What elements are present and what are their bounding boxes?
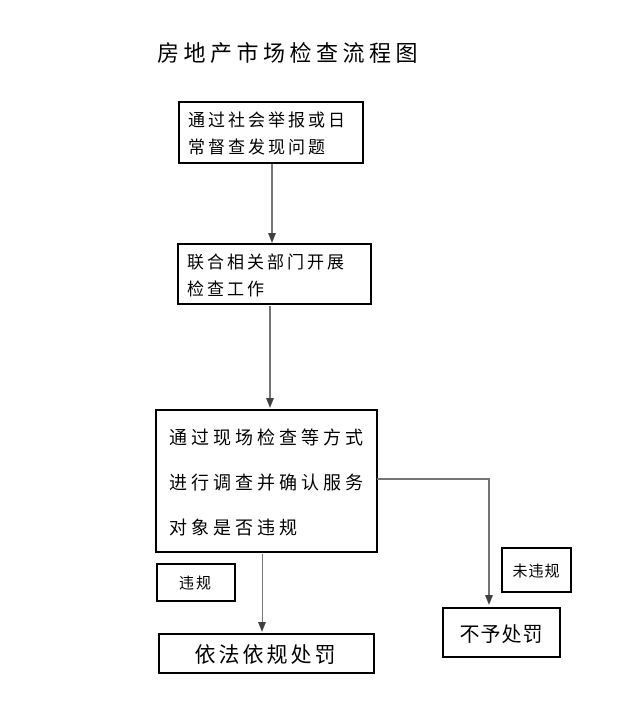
node-punish-text: 依法依规处罚 bbox=[194, 642, 339, 667]
node-joint-inspection: 联合相关部门开展 检查工作 bbox=[177, 243, 372, 305]
arrow-joint-to-investigate-shaft bbox=[269, 306, 271, 399]
branch-label-no-violation: 未违规 bbox=[501, 547, 572, 593]
node-discover-problem-line2: 常督查发现问题 bbox=[188, 138, 328, 157]
node-investigate-confirm-line1: 通过现场检查等方式 bbox=[169, 428, 367, 448]
branch-label-violation: 违规 bbox=[156, 563, 236, 602]
node-discover-problem-line1: 通过社会举报或日 bbox=[188, 111, 348, 130]
arrow-investigate-to-punish-shaft bbox=[261, 554, 264, 623]
branch-label-no-violation-text: 未违规 bbox=[512, 562, 561, 580]
arrow-discover-to-joint-shaft bbox=[271, 164, 273, 234]
node-investigate-confirm: 通过现场检查等方式 进行调查并确认服务 对象是否违规 bbox=[155, 409, 378, 553]
flowchart-title: 房地产市场检查流程图 bbox=[157, 41, 423, 66]
arrow-discover-to-joint-head-icon bbox=[267, 233, 276, 243]
node-joint-inspection-line2: 检查工作 bbox=[187, 280, 267, 299]
arrow-investigate-to-punish-head-icon bbox=[258, 622, 266, 632]
arrow-joint-to-investigate-head-icon bbox=[265, 398, 274, 408]
node-investigate-confirm-line3: 对象是否违规 bbox=[169, 518, 301, 538]
connector-investigate-to-no-punish-head-icon bbox=[484, 595, 493, 605]
connector-investigate-to-no-punish-hline bbox=[377, 478, 489, 480]
node-punish: 依法依规处罚 bbox=[158, 633, 375, 674]
node-no-punish: 不予处罚 bbox=[442, 607, 561, 658]
node-no-punish-text: 不予处罚 bbox=[459, 624, 544, 646]
node-investigate-confirm-line2: 进行调查并确认服务 bbox=[169, 473, 367, 493]
connector-investigate-to-no-punish-vline bbox=[488, 478, 490, 596]
branch-label-violation-text: 违规 bbox=[178, 575, 213, 592]
node-discover-problem: 通过社会举报或日 常督查发现问题 bbox=[178, 101, 364, 164]
node-joint-inspection-line1: 联合相关部门开展 bbox=[187, 253, 347, 272]
